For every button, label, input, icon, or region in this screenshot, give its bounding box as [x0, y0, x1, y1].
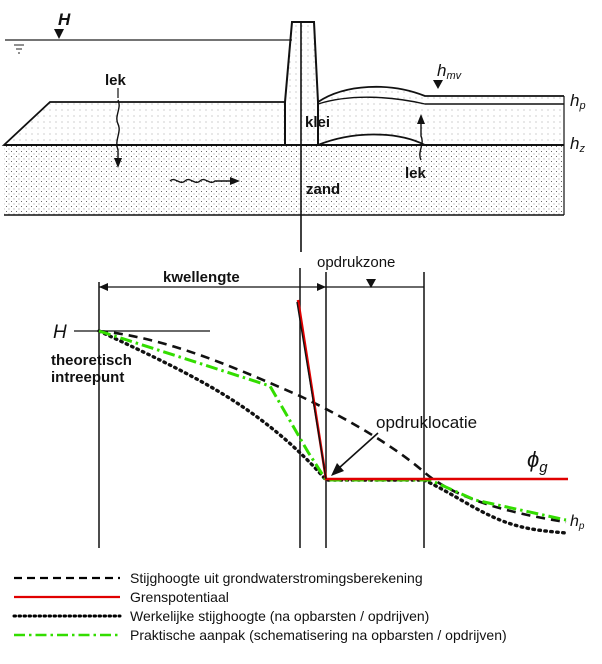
- legend-label: Stijghoogte uit grondwaterstromingsberek…: [130, 570, 423, 586]
- series-werkelijk: [97, 329, 568, 535]
- drop-line: [296, 301, 327, 480]
- cross-section: H lek klei zand lek hmv hp hz: [1, 10, 586, 252]
- series-praktisch: [98, 329, 567, 522]
- legend: Stijghoogte uit grondwaterstromingsberek…: [12, 570, 507, 643]
- legend-label: Grenspotentiaal: [130, 589, 229, 605]
- intreepunt-label-line2: intreepunt: [51, 369, 124, 386]
- series-berekening: [98, 329, 567, 524]
- legend-label: Praktische aanpak (schematisering na opb…: [130, 627, 507, 643]
- opdruklocatie-label: opdruklocatie: [376, 413, 477, 432]
- zand-label: zand: [306, 181, 340, 198]
- opdruklocatie-arrow: [338, 432, 379, 469]
- hz-label: hz: [570, 134, 585, 155]
- opdrukzone-label: opdrukzone: [317, 254, 395, 271]
- hp-bottom-label: hp: [570, 513, 585, 532]
- cross-section-H-label: H: [58, 10, 71, 29]
- phi-g-label: ϕg: [527, 447, 548, 476]
- profile-H-label: H: [53, 322, 67, 343]
- hp-top-label: hp: [570, 91, 586, 112]
- groundwater-flow-arrow: [169, 178, 232, 184]
- profile-graph: kwellengte opdrukzone H theoretisch intr…: [51, 254, 585, 548]
- clay-layer-hinterland: [318, 86, 564, 145]
- legend-item-berekening: Stijghoogte uit grondwaterstromingsberek…: [14, 570, 423, 586]
- intreepunt-label-line1: theoretisch: [51, 352, 132, 369]
- lek-left-arrow: [116, 99, 120, 160]
- legend-item-werkelijk: Werkelijke stijghoogte (na opbarsten / o…: [12, 608, 429, 624]
- hmv-arrow-icon: [433, 80, 443, 89]
- klei-label: klei: [305, 114, 330, 131]
- lek-left-label: lek: [105, 72, 127, 89]
- lek-right-label: lek: [405, 165, 427, 182]
- sand-layer: [4, 145, 564, 215]
- legend-item-grenspotentiaal: Grenspotentiaal: [14, 589, 229, 605]
- water-level-arrow-icon: [54, 29, 64, 39]
- clay-layer-foreland: [1, 101, 286, 146]
- hmv-label: hmv: [437, 61, 463, 82]
- legend-item-praktisch: Praktische aanpak (schematisering na opb…: [14, 627, 507, 643]
- kwellengte-label: kwellengte: [163, 269, 240, 286]
- legend-label: Werkelijke stijghoogte (na opbarsten / o…: [130, 608, 429, 624]
- lek-right-arrow: [419, 122, 423, 161]
